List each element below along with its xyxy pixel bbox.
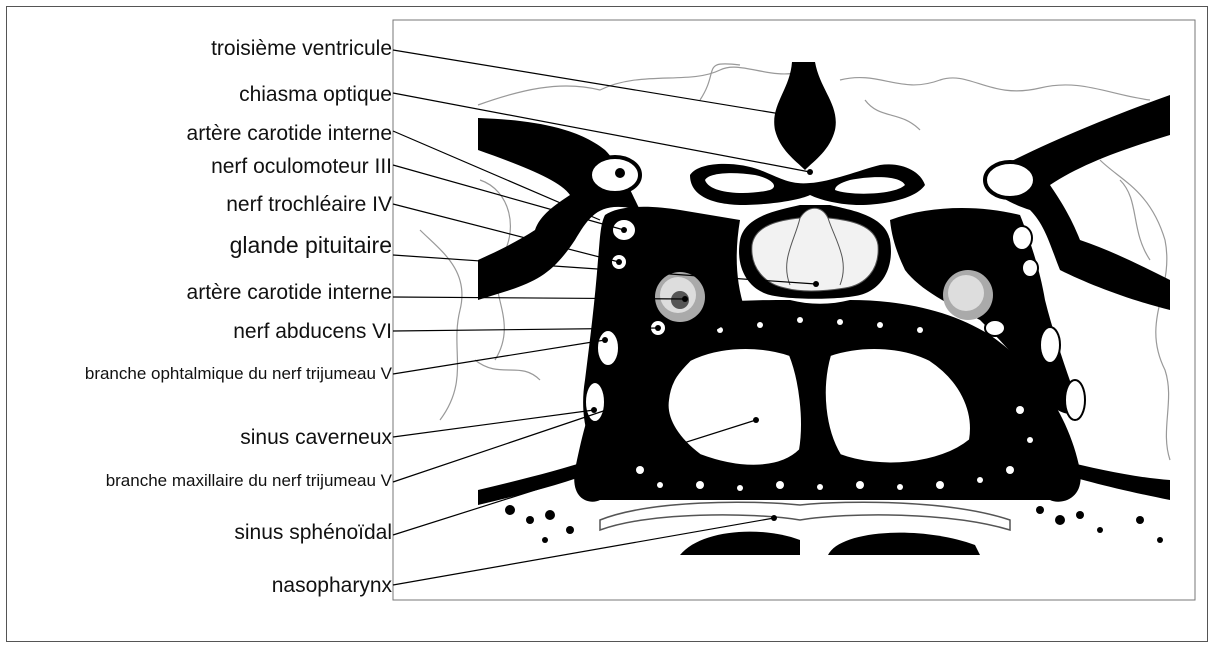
chiasm-region <box>690 164 925 205</box>
nasopharynx-shape <box>600 502 1010 555</box>
